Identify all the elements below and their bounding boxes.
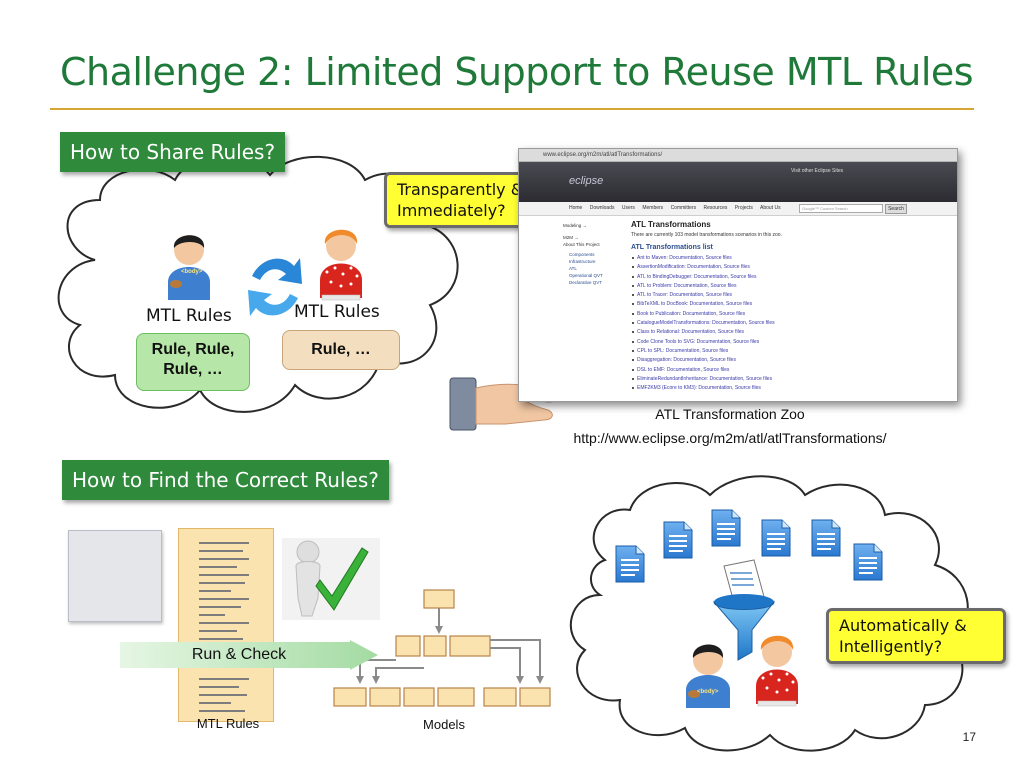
body-badge: <body> — [181, 269, 203, 275]
nav-resources: Resources — [703, 205, 728, 211]
document-icon — [811, 519, 841, 557]
other-sites-label: Visit other Eclipse Sites — [791, 168, 844, 174]
nav-home: Home — [569, 205, 583, 211]
left-rules-box: Rule, Rule, Rule, … — [136, 333, 250, 391]
transformation-link: DSL to EMF: Documentation, Source files — [631, 366, 921, 375]
document-icon — [761, 519, 791, 557]
editor-window — [68, 530, 162, 622]
transformation-link: EliminateRedundantInheritance: Documenta… — [631, 375, 921, 384]
browser-nav: Home Downloads Users Members Committers … — [519, 202, 957, 216]
funnel-icon — [713, 559, 775, 661]
transformation-link: ATL to Tracer: Documentation, Source fil… — [631, 291, 921, 300]
transformation-link: Ant to Maven: Documentation, Source file… — [631, 254, 921, 263]
run-check-arrow — [120, 640, 378, 670]
transformation-link: EMF2KM3 (Ecore to KM3): Documentation, S… — [631, 384, 921, 393]
check-figure-icon — [282, 538, 380, 620]
run-check-label: Run & Check — [191, 646, 287, 663]
atl-zoo-browser-screenshot: www.eclipse.org/m2m/atl/atlTransformatio… — [518, 148, 958, 402]
nav-downloads: Downloads — [589, 205, 615, 211]
document-icon — [663, 521, 693, 559]
right-user-label: MTL Rules — [294, 302, 380, 322]
browser-search-input: Google™ Custom Search — [799, 204, 883, 213]
browser-body: Modeling → M2M → About This Project Comp… — [519, 216, 957, 401]
transformation-link: Class to Relational: Documentation, Sour… — [631, 328, 921, 337]
sidebar-about: About This Project — [563, 242, 600, 247]
transformation-link: CPL to SPL: Documentation, Source files — [631, 347, 921, 356]
share-banner: How to Share Rules? — [60, 132, 286, 172]
nav-users: Users — [621, 205, 635, 211]
browser-main: ATL Transformations There are currently … — [631, 220, 921, 393]
mtl-rules-document — [178, 528, 274, 722]
browser-list-heading: ATL Transformations list — [631, 244, 713, 251]
sidebar-item-declarative-qvt: Declarative QVT — [569, 280, 603, 285]
browser-header: eclipse Visit other Eclipse Sites — [519, 162, 957, 202]
sync-arrows-icon — [248, 258, 302, 316]
sidebar-item-atl: ATL — [569, 266, 577, 271]
zoo-caption: ATL Transformation Zoo — [655, 406, 805, 422]
browser-sidebar: Modeling → M2M → About This Project Comp… — [563, 222, 625, 286]
transformation-link: Disaggregation: Documentation, Source fi… — [631, 356, 921, 365]
document-lines — [199, 542, 249, 712]
transformation-link: ATL to Problem: Documentation, Source fi… — [631, 282, 921, 291]
person-orange-icon — [756, 635, 798, 707]
browser-address-bar: www.eclipse.org/m2m/atl/atlTransformatio… — [519, 149, 957, 162]
sidebar-m2m: M2M → — [563, 235, 579, 240]
nav-about: About Us — [760, 205, 781, 211]
sidebar-item-operational-qvt: Operational QVT — [569, 273, 603, 278]
zoo-url: http://www.eclipse.org/m2m/atl/atlTransf… — [573, 430, 887, 446]
transformation-link: AssertionModification: Documentation, So… — [631, 263, 921, 272]
transformation-link: Code Clone Tools to SVG: Documentation, … — [631, 338, 921, 347]
transformation-link: BibTeXML to DocBook: Documentation, Sour… — [631, 300, 921, 309]
automatically-callout: Automatically & Intelligently? — [826, 608, 1006, 664]
mtl-rules-caption: MTL Rules — [196, 716, 260, 731]
document-icon — [853, 543, 883, 581]
transformation-link: ATL to BindingDebugger: Documentation, S… — [631, 273, 921, 282]
sidebar-item-infrastructure: Infrastructure — [569, 259, 596, 264]
title-divider — [50, 108, 974, 110]
find-banner: How to Find the Correct Rules? — [62, 460, 389, 500]
body-badge: <body> — [697, 689, 719, 695]
browser-heading: ATL Transformations — [631, 220, 711, 229]
left-user-label: MTL Rules — [146, 306, 232, 326]
nav-members: Members — [642, 205, 664, 211]
browser-search-button: Search — [885, 204, 907, 214]
eclipse-logo: eclipse — [569, 175, 604, 187]
transformation-link: CatalogueModelTransformations: Documenta… — [631, 319, 921, 328]
models-caption: Models — [423, 717, 465, 732]
person-blue-icon — [686, 644, 730, 708]
document-icon — [615, 545, 645, 583]
person-orange-icon — [320, 229, 362, 301]
browser-intro: There are currently 103 model transforma… — [631, 232, 782, 238]
person-blue-icon — [168, 235, 210, 300]
models-diagram — [333, 589, 551, 707]
page-number: 17 — [962, 730, 976, 744]
transformation-link: Book to Publication: Documentation, Sour… — [631, 310, 921, 319]
nav-projects: Projects — [734, 205, 753, 211]
sidebar-item-components: Components — [569, 252, 595, 257]
document-icon — [711, 509, 741, 547]
nav-committers: Committers — [670, 205, 697, 211]
right-rules-box: Rule, … — [282, 330, 400, 370]
sidebar-modeling: Modeling → — [563, 223, 588, 228]
slide-title: Challenge 2: Limited Support to Reuse MT… — [60, 50, 974, 94]
